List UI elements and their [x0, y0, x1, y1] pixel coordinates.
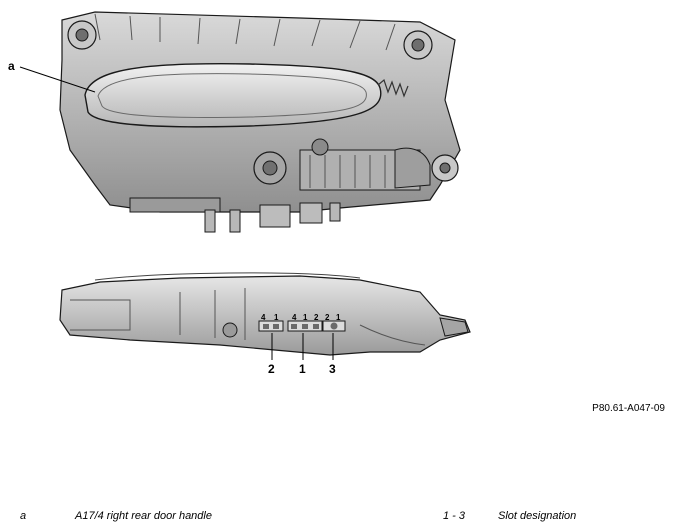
callout-a-label: a — [8, 59, 15, 73]
pin-label: 1 — [336, 313, 341, 322]
pin-label: 1 — [274, 313, 279, 322]
legend-text: Slot designation — [498, 510, 577, 522]
connector-3 — [322, 320, 346, 332]
reference-code: P80.61-A047-09 — [592, 403, 665, 414]
connector-1 — [287, 320, 323, 332]
pin-label: 1 — [303, 313, 308, 322]
callout-1-label: 1 — [299, 362, 306, 376]
callout-2-label: 2 — [268, 362, 275, 376]
door-handle-side-view: 4 1 4 1 2 2 1 — [59, 272, 471, 356]
legend-key: a — [20, 510, 27, 522]
legend-key: 1 - 3 — [443, 510, 466, 522]
callout-3-label: 3 — [329, 362, 336, 376]
legend-text: A17/4 right rear door handle — [75, 510, 212, 522]
pin-label: 2 — [325, 313, 330, 322]
pin-label: 4 — [292, 313, 297, 322]
handle-grip — [84, 63, 382, 128]
callout-1: 1 — [299, 333, 306, 376]
legend: a A17/4 right rear door handle 1 - 3 Slo… — [0, 510, 675, 526]
callout-3: 3 — [329, 333, 336, 376]
callout-a: a — [8, 59, 96, 93]
pin-label: 2 — [314, 313, 319, 322]
pin-label: 4 — [261, 313, 266, 322]
connector-2 — [258, 320, 284, 332]
callout-2: 2 — [268, 333, 275, 376]
door-handle-top-view — [59, 11, 461, 233]
